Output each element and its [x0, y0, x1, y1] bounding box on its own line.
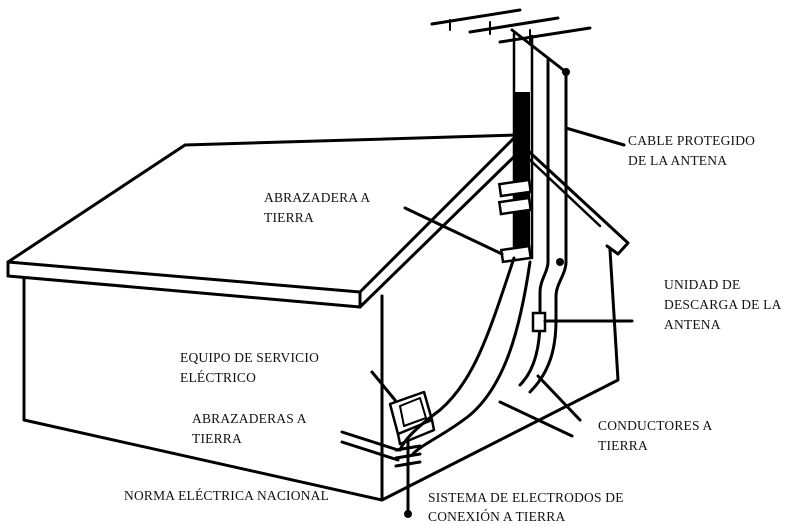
mast-clamp-2: [497, 196, 533, 216]
service-equipment: [388, 390, 436, 446]
label-electrode-system: SISTEMA DE ELECTRODOS DE CONEXIÓN A TIER…: [428, 490, 627, 524]
label-ground-conductors: CONDUCTORES A TIERRA: [598, 418, 715, 453]
leader-ground-conductors-1: [498, 400, 574, 438]
cable-outer: [518, 58, 550, 387]
label-service-equipment: EQUIPO DE SERVICIO ELÉCTRICO: [180, 350, 323, 385]
ground-clamp-band-2: [394, 452, 422, 460]
antenna-boom: [510, 28, 568, 74]
roof-edge: [358, 133, 526, 309]
leader-ground-clamp: [403, 206, 504, 256]
ground-clamp-band-1: [394, 444, 422, 452]
label-discharge-unit: UNIDAD DE DESCARGA DE LA ANTENA: [664, 277, 784, 332]
label-electrical-code: NORMA ELÉCTRICA NACIONAL: [124, 488, 329, 503]
mast-clamp-1: [497, 178, 533, 198]
antenna: [430, 8, 592, 264]
ground-conductor-1: [398, 256, 516, 452]
leader-ground-clamps-1: [340, 430, 400, 452]
ground-rod-tip: [404, 510, 412, 518]
mast-clamp-3: [499, 244, 533, 264]
labels: CABLE PROTEGIDO DE LA ANTENA ABRAZADERA …: [124, 133, 784, 524]
cable-top-dot: [562, 68, 570, 76]
ground-conductors: [398, 256, 532, 457]
label-ground-clamp: ABRAZADERA A TIERRA: [264, 190, 373, 225]
side-wall: [22, 276, 384, 502]
service-box: [388, 390, 434, 436]
ground-clamp-band-3: [394, 460, 422, 468]
roof-eave: [6, 260, 362, 309]
service-box-inner: [399, 397, 427, 427]
gable-right-eave: [522, 145, 630, 256]
antenna-element-1: [430, 8, 522, 26]
antenna-element-2: [468, 16, 560, 34]
service-box-side: [396, 418, 436, 446]
leader-ground-conductors-2: [536, 374, 582, 422]
ground-conductor-2: [410, 260, 532, 457]
gable-wall: [380, 248, 620, 502]
house: [6, 133, 630, 502]
antenna-mast-outline: [512, 32, 534, 260]
leader-service-equipment: [370, 370, 397, 402]
discharge-unit-box: [531, 311, 547, 333]
cable-bend-dot: [556, 258, 564, 266]
callout-leaders: [340, 126, 634, 462]
label-antenna-cable: CABLE PROTEGIDO DE LA ANTENA: [628, 133, 759, 168]
roof: [6, 133, 519, 294]
leader-antenna-cable: [564, 126, 626, 147]
antenna-mast-dark: [515, 92, 530, 252]
leader-ground-clamps-2: [340, 440, 400, 462]
label-ground-clamps: ABRAZADERAS A TIERRA: [192, 411, 310, 446]
ground-rod-assembly: [394, 438, 422, 518]
